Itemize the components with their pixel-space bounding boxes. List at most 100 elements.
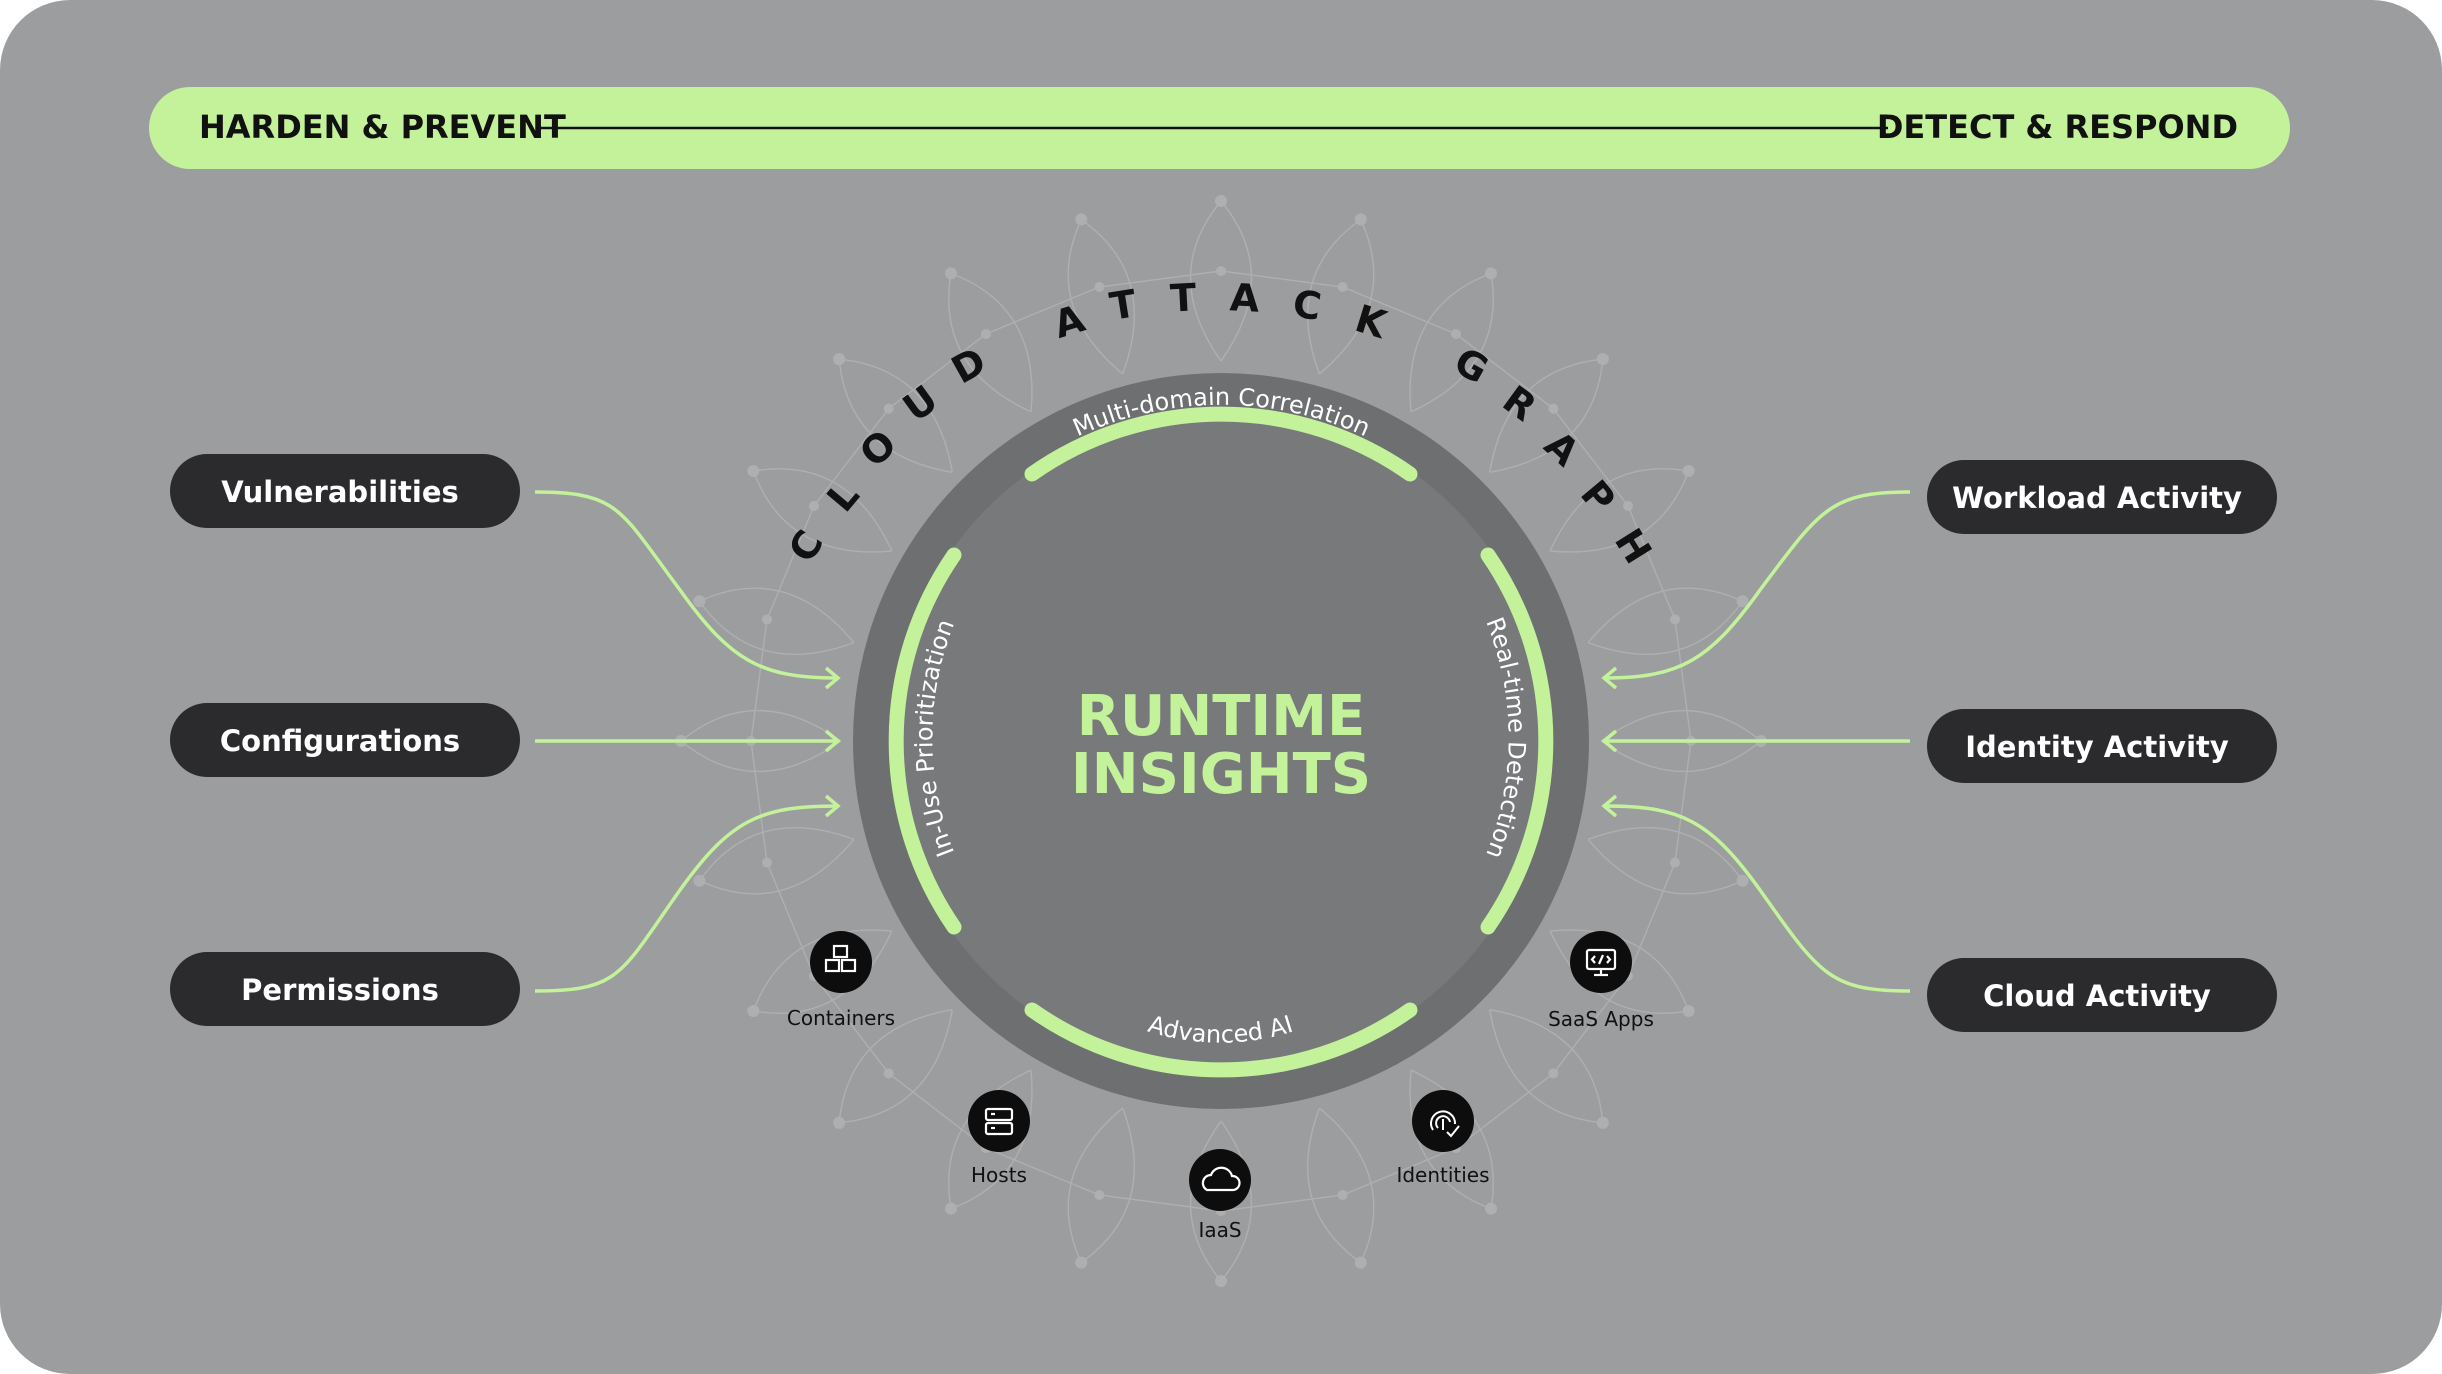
phase-banner: HARDEN & PREVENT DETECT & RESPOND [149, 87, 2290, 169]
arrowhead-left-3 [824, 794, 841, 818]
left-input-pills: Vulnerabilities Configurations Permissio… [170, 454, 520, 1026]
banner-left-label: HARDEN & PREVENT [199, 108, 566, 146]
lattice-link [1455, 333, 1554, 410]
lattice-link [1627, 505, 1676, 620]
node-iaas: IaaS [1189, 1149, 1251, 1242]
lattice-link [1220, 270, 1343, 288]
connector-vulnerabilities [534, 490, 838, 680]
cloud-icon [1201, 1166, 1241, 1192]
title-letter: T [1169, 275, 1197, 320]
lattice-node [1596, 1116, 1609, 1129]
connector-cloud-activity [1604, 804, 1911, 993]
lattice-link [888, 1072, 987, 1149]
node-label: Containers [787, 1006, 895, 1030]
lattice-node [1682, 1005, 1695, 1017]
node-label: Identities [1396, 1163, 1489, 1187]
code-monitor-icon [1585, 948, 1617, 977]
lattice-node [1075, 1256, 1088, 1269]
lattice-node [833, 353, 846, 366]
lattice-link [985, 1147, 1100, 1196]
lattice-node [1094, 282, 1105, 293]
arc-top [1024, 406, 1418, 482]
lattice-node [883, 403, 894, 414]
lattice-node [945, 267, 957, 280]
pill-label: Permissions [241, 973, 439, 1007]
lattice-node [747, 465, 760, 477]
lattice-node [762, 857, 773, 868]
connector-workload-activity [1604, 490, 1911, 680]
lattice-node [1736, 874, 1749, 887]
pill-cloud-activity: Cloud Activity [1927, 958, 2277, 1032]
server-icon [984, 1107, 1014, 1136]
node-containers: Containers [787, 931, 895, 1030]
lattice-link [766, 862, 815, 977]
lattice-node [981, 328, 991, 339]
lattice-node [693, 595, 706, 608]
pill-label: Cloud Activity [1983, 979, 2211, 1013]
lattice-link [1099, 1194, 1222, 1212]
lattice-node [833, 1116, 846, 1129]
lattice-link [1220, 1194, 1343, 1212]
lattice-node [1215, 1275, 1227, 1287]
arc-left [888, 547, 962, 935]
pill-label: Configurations [220, 724, 460, 758]
pill-permissions: Permissions [170, 952, 520, 1026]
cubes-icon [824, 944, 857, 973]
lattice-link [1674, 619, 1692, 742]
arrowhead-right-3 [1601, 794, 1618, 818]
pill-label: Workload Activity [1952, 481, 2242, 515]
pill-vulnerabilities: Vulnerabilities [170, 454, 520, 528]
lattice-node [693, 874, 706, 887]
lattice-link [766, 505, 815, 620]
connector-permissions [534, 804, 838, 993]
lattice-link [1455, 1072, 1554, 1149]
lattice-node [1354, 213, 1367, 226]
lattice-node [945, 1202, 957, 1215]
center-title-line1: RUNTIME [1077, 684, 1365, 749]
lattice-node [1485, 1202, 1497, 1215]
lattice-node [1548, 1068, 1559, 1079]
arc-right [1480, 547, 1554, 935]
node-hosts: Hosts [968, 1090, 1030, 1187]
lattice-node [1094, 1189, 1105, 1200]
node-label: IaaS [1198, 1218, 1241, 1242]
lattice-node [1736, 595, 1749, 608]
lattice-link [1099, 270, 1222, 288]
lattice-link [1627, 862, 1676, 977]
lattice-node [1596, 353, 1609, 366]
lattice-node [762, 614, 773, 625]
fingerprint-icon [1430, 1110, 1460, 1138]
title-letter: C [1290, 281, 1324, 329]
lattice-node [1682, 465, 1695, 477]
lattice-link [888, 333, 987, 410]
ring-inner [891, 411, 1551, 1071]
lattice-node [1337, 1189, 1348, 1200]
lattice-node [1337, 282, 1348, 293]
lattice-node [808, 501, 819, 511]
lattice-link [1674, 740, 1692, 863]
lattice-link [1552, 975, 1629, 1074]
lattice-node [1451, 328, 1461, 339]
lattice-node [1485, 267, 1497, 280]
node-label: SaaS Apps [1548, 1007, 1654, 1031]
left-connectors [534, 490, 841, 993]
center-title-line2: INSIGHTS [1071, 742, 1371, 807]
lattice-link [750, 740, 768, 863]
runtime-ring: Multi-domain Correlation In-Use Prioriti… [853, 373, 1589, 1109]
right-connectors [1601, 490, 1911, 993]
lattice-node [1548, 403, 1559, 414]
title-letter: A [1229, 275, 1261, 321]
lattice-node [1354, 1256, 1367, 1269]
lattice-node [1216, 266, 1226, 276]
pill-workload-activity: Workload Activity [1927, 460, 2277, 534]
lattice-node [1623, 501, 1634, 511]
lattice-link [750, 619, 768, 742]
lattice-link [1552, 408, 1629, 507]
ring-arcs [888, 406, 1554, 1078]
node-label: Hosts [971, 1163, 1027, 1187]
node-identities: Identities [1396, 1090, 1490, 1187]
lattice-link [1342, 1147, 1457, 1196]
pill-configurations: Configurations [170, 703, 520, 777]
lattice-node [883, 1068, 894, 1079]
